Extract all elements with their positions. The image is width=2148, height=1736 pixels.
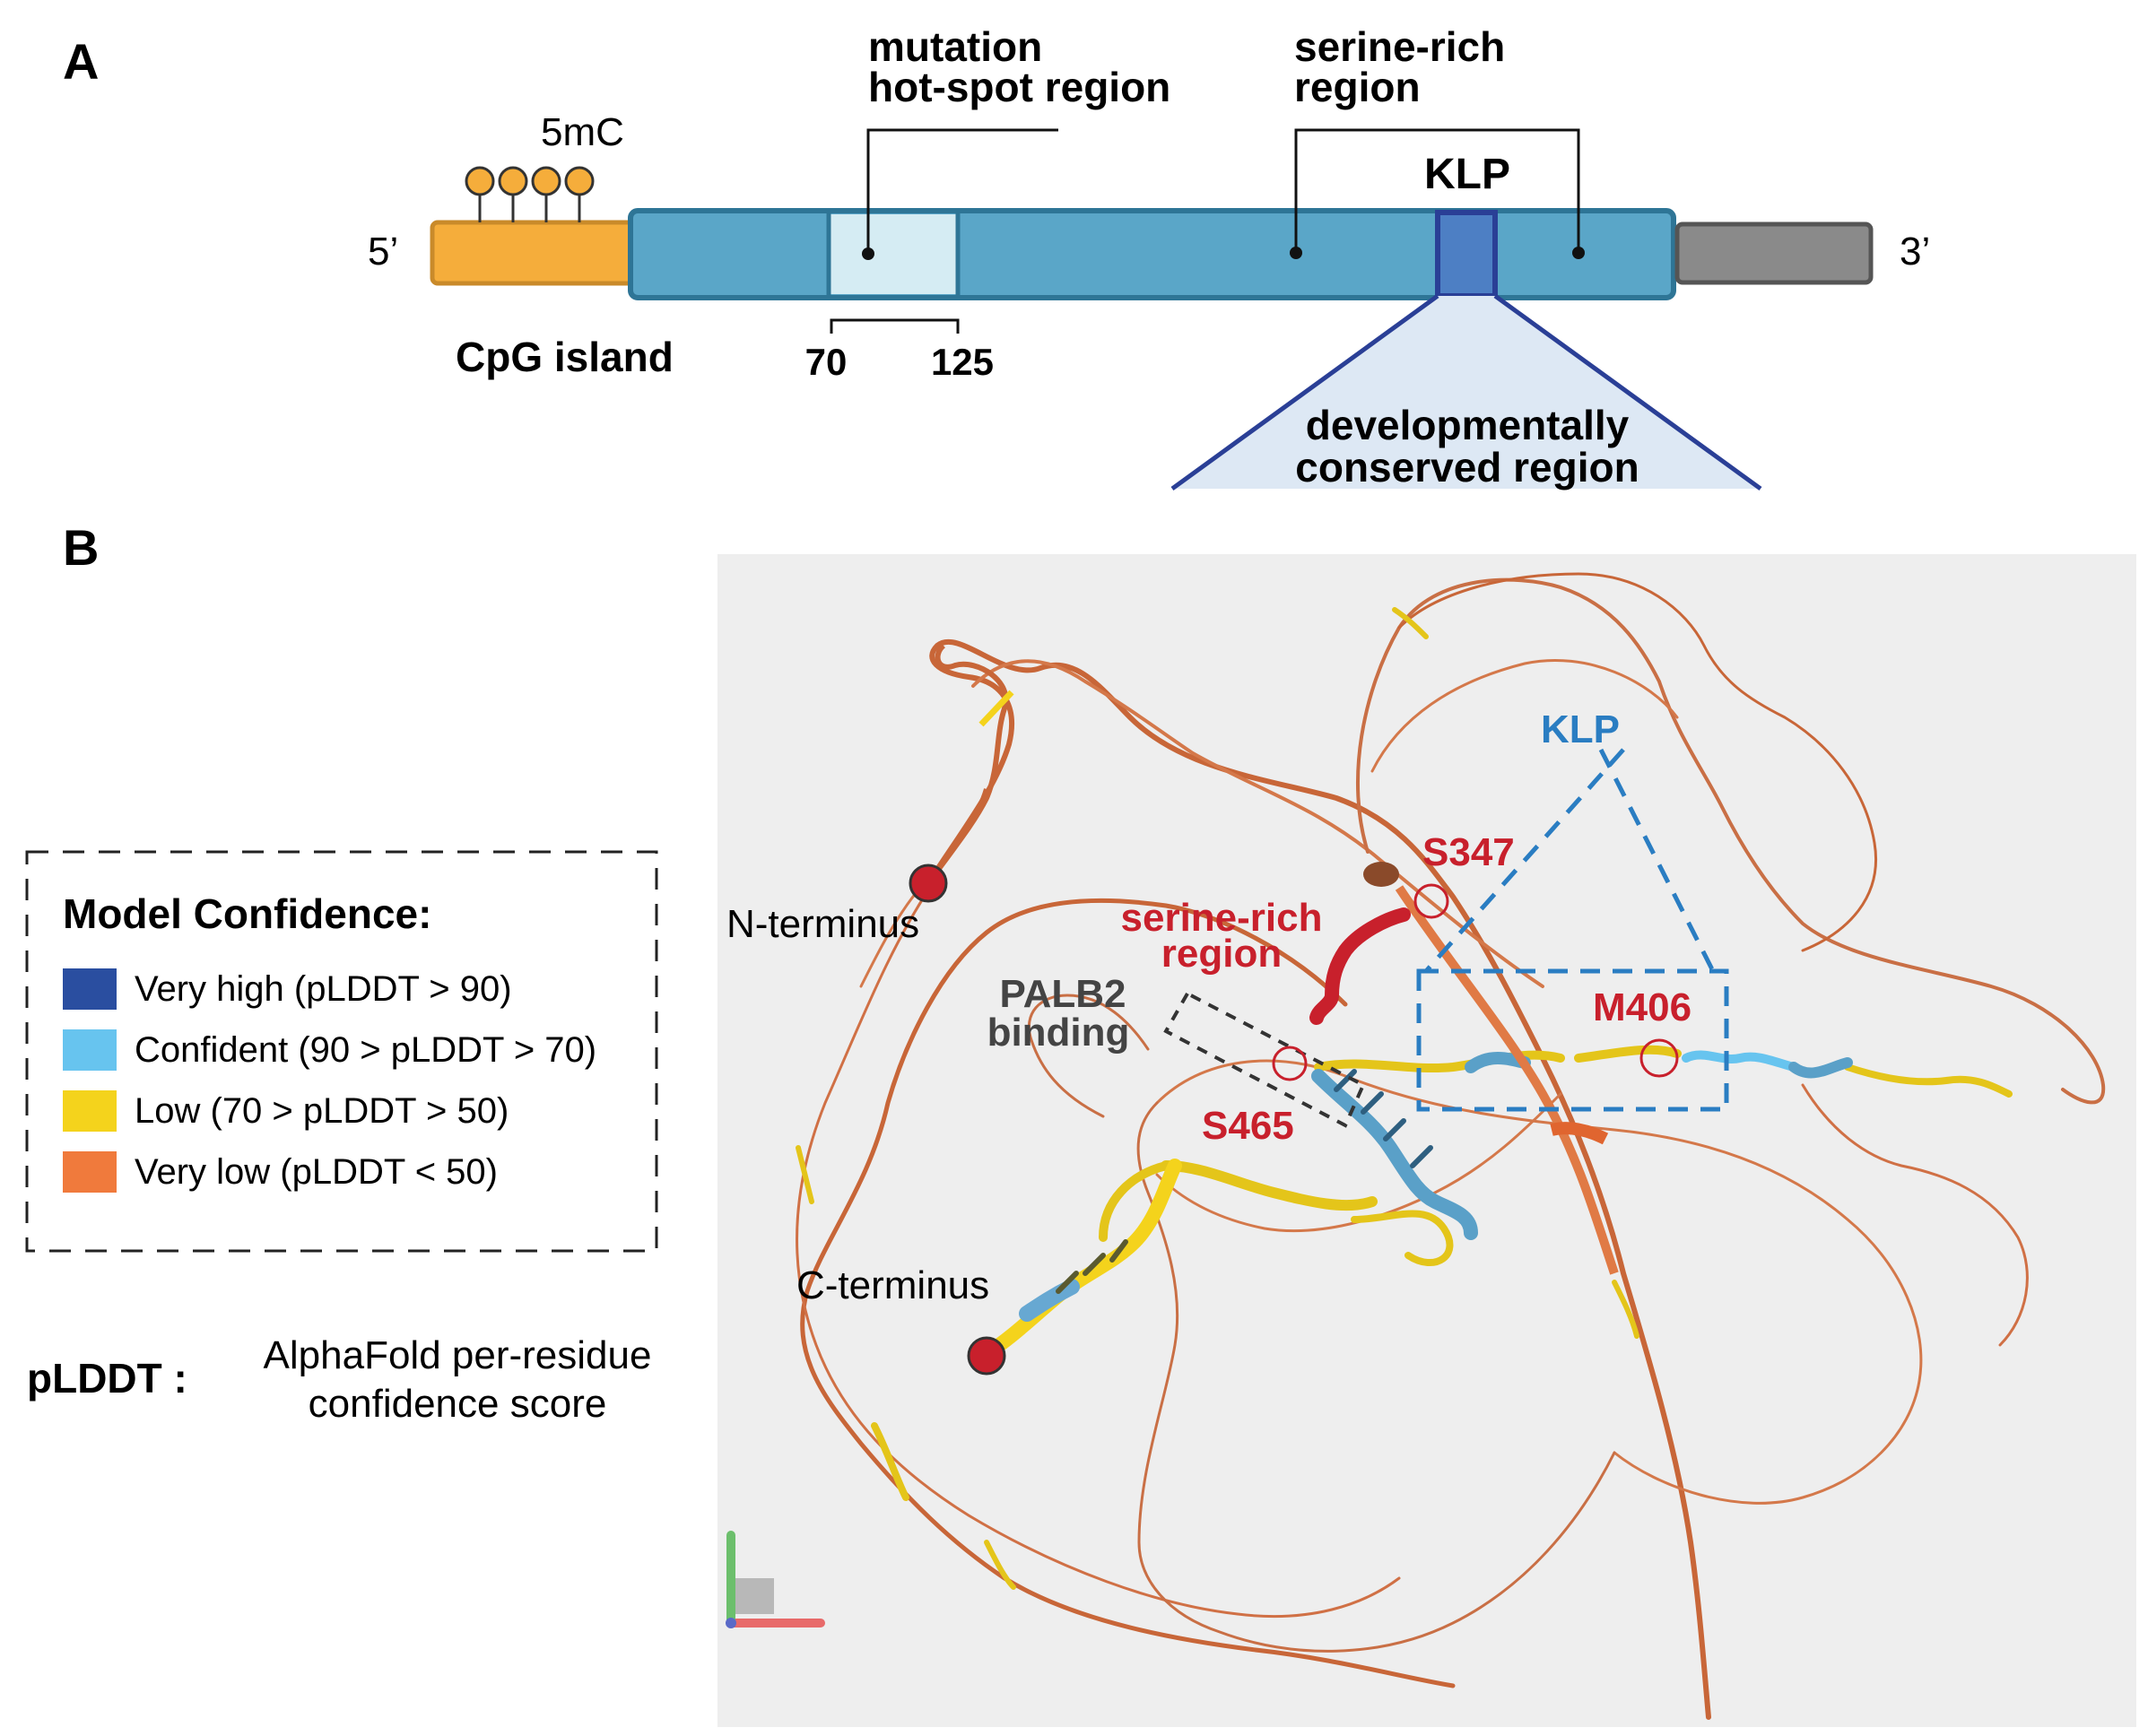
serine-point-start [1290, 247, 1302, 259]
c-terminus-label: C-terminus [796, 1263, 989, 1307]
range-start-label: 70 [805, 341, 848, 383]
legend-swatch-very-high [63, 968, 117, 1010]
hotspot-label-line2: hot-spot region [868, 64, 1170, 110]
serine-structure-label-line2: region [1161, 932, 1282, 976]
panel-a-label: A [63, 33, 99, 90]
legend-item-very-low: Very low (pLDDT < 50) [135, 1152, 498, 1192]
s465-marker [1272, 1046, 1308, 1081]
confidence-legend: Model Confidence: Very high (pLDDT > 90)… [25, 850, 658, 1253]
legend-item-very-high: Very high (pLDDT > 90) [135, 969, 512, 1009]
legend-swatch-low [63, 1090, 117, 1132]
klp-structure-label: KLP [1541, 707, 1620, 751]
c-terminus-dot [967, 1336, 1006, 1376]
panel-b: B [25, 519, 2136, 1727]
protein-coil-loops [796, 572, 2106, 1720]
hotspot-point [862, 247, 874, 260]
cpg-island-label: CpG island [456, 334, 674, 380]
serine-structure-label-line1: serine-rich [1121, 896, 1323, 940]
range-end-label: 125 [931, 341, 994, 383]
legend-item-confident: Confident (90 > pLDDT > 70) [135, 1030, 596, 1070]
plddt-def-line2: confidence score [309, 1382, 607, 1426]
n-terminus-label: N-terminus [726, 902, 919, 946]
methyl-5mc-label: 5mC [541, 110, 624, 154]
conserved-region-wedge [1172, 296, 1761, 489]
palb2-label-line1: PALB2 [1000, 972, 1126, 1016]
m406-marker [1639, 1038, 1679, 1078]
serine-label-line1: serine-rich [1294, 23, 1505, 70]
axis-gizmo [726, 1531, 825, 1628]
orange-strand [1395, 885, 1619, 1275]
conserved-label-line1: developmentally [1306, 402, 1630, 448]
conserved-label-line2: conserved region [1295, 444, 1639, 490]
legend-swatch-very-low [63, 1151, 117, 1193]
coil-knot [1363, 862, 1399, 887]
panel-b-label: B [63, 519, 99, 576]
plddt-def-line1: AlphaFold per-residue [264, 1333, 652, 1377]
legend-swatch-confident [63, 1029, 117, 1071]
cpg-island-bar [430, 220, 637, 286]
panel-a: A 5’ 3’ 5mC CpG island mutation hot-spo [63, 23, 1930, 491]
plddt-key: pLDDT : [27, 1355, 187, 1402]
legend-item-low: Low (70 > pLDDT > 50) [135, 1091, 509, 1131]
s347-label: S347 [1422, 830, 1515, 874]
s465-label: S465 [1202, 1104, 1294, 1148]
low-confidence-segments [796, 607, 2013, 1590]
hotspot-label-line1: mutation [868, 23, 1042, 70]
hotspot-leader-line [866, 128, 1058, 254]
klp-outline [1416, 748, 1729, 1112]
serine-bracket [1294, 128, 1580, 253]
hotspot-segment [829, 214, 958, 294]
serine-rich-highlight [1309, 907, 1411, 1025]
five-prime-label: 5’ [368, 230, 398, 273]
methylation-lollipops [465, 166, 595, 222]
range-bracket [830, 318, 960, 334]
gene-body-bar [628, 208, 1676, 300]
utr-tail-bar [1674, 221, 1874, 285]
klp-label: KLP [1424, 151, 1510, 198]
klp-segment [1435, 210, 1498, 299]
serine-point-end [1572, 247, 1585, 259]
m406-label: M406 [1593, 985, 1691, 1029]
legend-title: Model Confidence: [63, 890, 431, 937]
n-terminus-dot [909, 864, 948, 903]
structure-viewer [717, 554, 2136, 1727]
palb2-label-line2: binding [987, 1011, 1130, 1055]
three-prime-label: 3’ [1900, 230, 1930, 273]
serine-label-line2: region [1294, 64, 1421, 110]
s347-marker [1413, 883, 1449, 919]
